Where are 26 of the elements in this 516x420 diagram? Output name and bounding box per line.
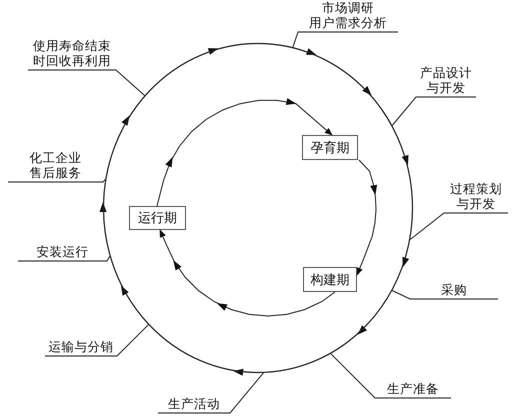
phase-box: 构建期 (303, 267, 357, 292)
leader-line (292, 32, 398, 48)
leader-line (28, 70, 146, 96)
leader-line (392, 290, 498, 300)
leader-line (330, 353, 452, 398)
stage-label: 过程策划与开发 (450, 181, 502, 211)
stage-label: 市场调研用户需求分析 (309, 0, 387, 30)
leader-line (158, 372, 264, 414)
stage-label: 化工企业售后服务 (30, 150, 82, 180)
arrow (356, 160, 376, 276)
arrow (160, 229, 336, 316)
phase-box: 运行期 (129, 206, 186, 230)
leader-line (44, 324, 149, 356)
stage-label: 使用寿命结束时回收再利用 (33, 38, 111, 68)
stage-label: 生产活动 (168, 396, 220, 411)
stage-label: 产品设计与开发 (420, 65, 472, 95)
stage-label: 生产准备 (387, 381, 439, 396)
leader-line (392, 96, 476, 126)
leader-line (18, 256, 110, 262)
leader-line (410, 212, 508, 240)
arrow (156, 100, 333, 206)
stage-label: 安装运行 (36, 244, 88, 259)
stage-label: 运输与分销 (48, 339, 114, 354)
stage-label: 采购 (441, 282, 467, 297)
phase-box: 孕育期 (302, 135, 358, 160)
leader-line (8, 178, 106, 182)
